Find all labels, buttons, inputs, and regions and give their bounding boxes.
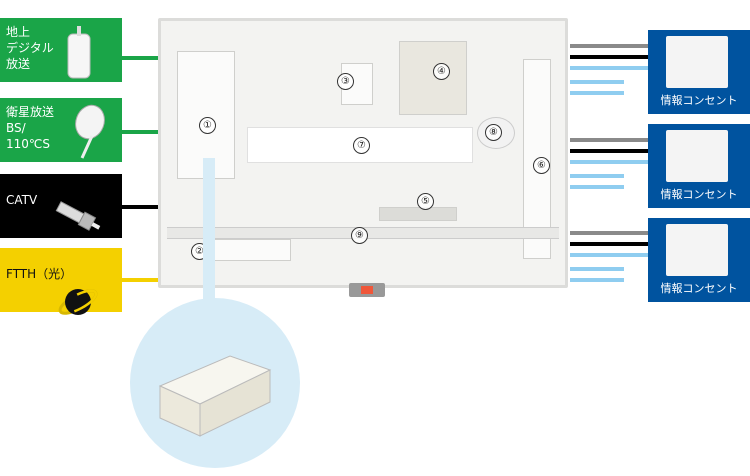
component-number: ⑨ [351,227,368,244]
source-label-line: 地上 [6,25,31,39]
component-number: ④ [433,63,450,80]
cable-coax [570,149,648,153]
source-satellite: 衛星放送 BS/ 110℃S [0,98,122,162]
coax-connector-icon [55,201,101,231]
outlet-label: 情報コンセント [660,188,738,201]
component-number: ⑦ [353,137,370,154]
splitter-module [379,207,457,221]
cable-catv [122,205,160,209]
power-outlet [203,239,291,261]
cable-fiber [570,185,624,189]
source-label-line: CATV [6,193,38,207]
info-outlet: 情報コンセント [648,218,750,302]
booster-module [399,41,467,115]
source-terrestrial-digital: 地上 デジタル 放送 [0,18,122,82]
source-label-line: FTTH（光） [6,267,73,281]
source-ftth: FTTH（光） [0,248,122,312]
cable-lan [570,138,648,142]
cable-terrestrial [122,56,160,60]
cable-fiber [570,160,648,164]
power-switch [349,283,385,297]
cable-fiber [570,66,648,70]
outlet-label: 情報コンセント [660,282,738,295]
hub-closeup [130,298,300,468]
outlet-faceplate [666,224,728,276]
satellite-dish-icon [75,104,105,159]
component-number: ① [199,117,216,134]
cable-satellite [122,130,160,134]
cable-fiber [570,91,624,95]
tv-antenna-icon [67,26,91,79]
cable-ftth [122,278,160,282]
cable-lan [570,231,648,235]
outlet-faceplate [666,130,728,182]
zoom-stem [203,158,215,308]
info-outlet: 情報コンセント [648,124,750,208]
source-label-line: 衛星放送 [6,105,55,119]
cable-fiber [570,278,624,282]
source-label-line: BS/ [6,121,26,135]
source-label-line: 放送 [6,57,31,71]
cable-fiber [570,267,624,271]
component-number: ⑤ [417,193,434,210]
source-catv: CATV [0,174,122,238]
cable-fiber [570,80,624,84]
source-label-line: 110℃S [6,137,50,151]
component-number: ⑧ [485,124,502,141]
hub-device-image [158,355,272,437]
component-number: ⑥ [533,157,550,174]
cable-coax [570,242,648,246]
breaker-module [341,63,373,105]
source-label-line: デジタル [6,41,54,55]
globe-fiber-icon [58,289,98,315]
distribution-cabinet: ① ③ ④ ⑦ ⑧ ⑥ ⑤ ⑨ ② [158,18,568,297]
component-number: ③ [337,73,354,90]
switch-indicator [361,286,373,294]
cable-coax [570,55,648,59]
info-outlet: 情報コンセント [648,30,750,114]
hub-module [177,51,235,179]
outlet-label: 情報コンセント [660,94,738,107]
outlet-faceplate [666,36,728,88]
cable-fiber [570,174,624,178]
cable-fiber [570,253,648,257]
cable-lan [570,44,648,48]
